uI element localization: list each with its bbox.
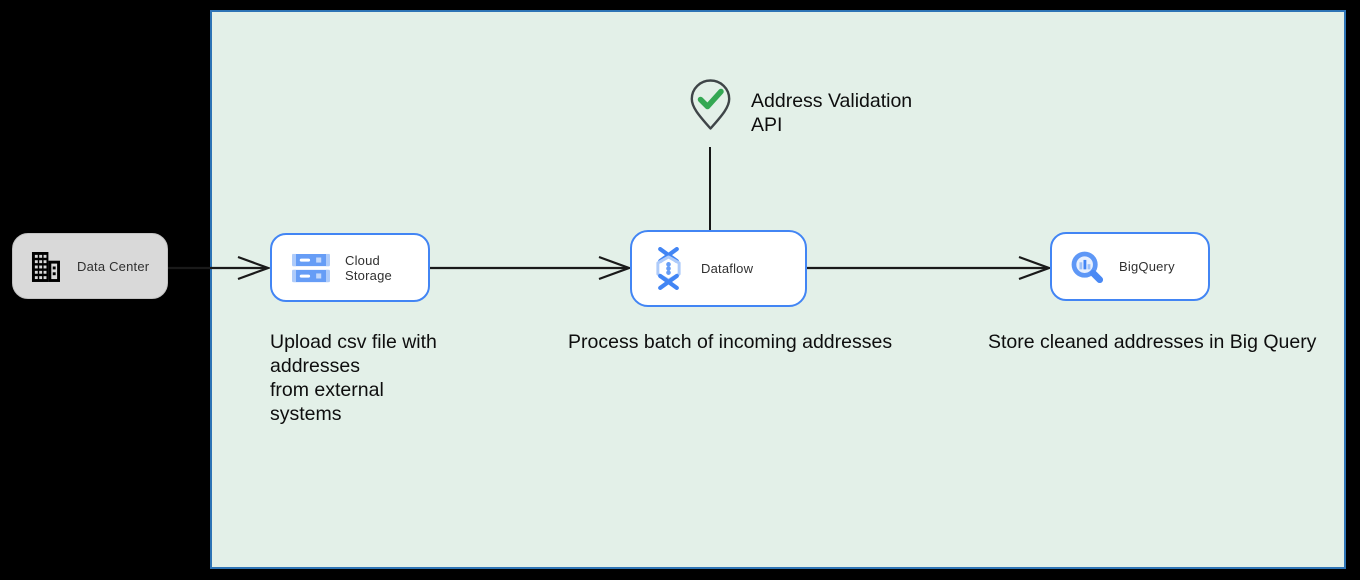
dataflow-icon [656,247,681,290]
connector-datacenter-to-cloudstorage [168,255,270,281]
node-dataflow-label: Dataflow [701,261,754,276]
address-validation-label: Address Validation API [751,90,913,136]
building-icon [31,251,60,282]
cloud-storage-icon [292,253,330,282]
node-cloud-storage[interactable]: Cloud Storage [270,233,430,302]
node-cloud-storage-label: Cloud Storage [345,252,392,283]
dataflow-caption: Process batch of incoming addresses [568,331,893,353]
node-data-center-label: Data Center [77,258,150,274]
bigquery-caption: Store cleaned addresses in Big Query [988,331,1317,353]
connector-cloudstorage-to-dataflow [430,255,632,281]
node-dataflow[interactable]: Dataflow [630,230,807,307]
bigquery-search-icon [1071,251,1104,283]
map-pin-check-icon [690,79,731,130]
connector-pin-to-dataflow [709,147,711,230]
node-bigquery-label: BigQuery [1119,259,1175,274]
node-data-center[interactable]: Data Center [12,233,168,299]
node-bigquery[interactable]: BigQuery [1050,232,1210,301]
connector-dataflow-to-bigquery [807,255,1052,281]
cloud-storage-caption: Upload csv file with addresses from exte… [270,331,437,425]
